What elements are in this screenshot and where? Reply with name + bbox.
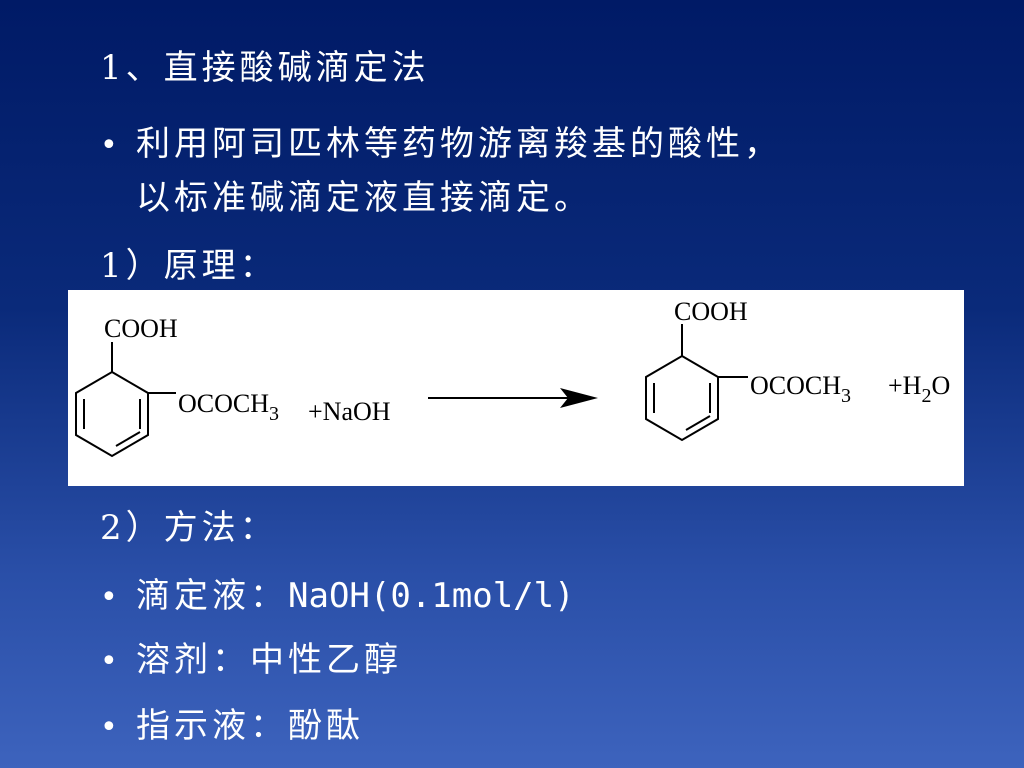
- water-label: +H2O: [888, 371, 950, 407]
- bullet-dot-icon: •: [100, 580, 122, 615]
- method-label: 2）方法：: [100, 508, 278, 548]
- titrant-value: NaOH(0.1mol/l): [288, 576, 575, 616]
- bullet-dot-icon: •: [100, 644, 122, 679]
- bullet-text-line1: 利用阿司匹林等药物游离羧基的酸性，: [136, 124, 782, 164]
- bullet-item: • 利用阿司匹林等药物游离羧基的酸性，: [100, 124, 782, 166]
- indicator-item: • 指示液：酚酞: [100, 706, 364, 748]
- reaction-arrow-icon: [428, 388, 598, 408]
- solvent-label: 溶剂：: [136, 640, 250, 680]
- titrant-item: • 滴定液：NaOH(0.1mol/l): [100, 576, 575, 618]
- reaction-equation-panel: COOH OCOCH3 +NaOH COOH OCOCH3 +H2O: [68, 290, 964, 486]
- reactant-benzene-ring: [75, 342, 176, 458]
- titrant-label: 滴定液：: [136, 576, 288, 616]
- product-benzene-ring: [645, 324, 748, 442]
- bullet-text-line2: 以标准碱滴定液直接滴定。: [136, 178, 592, 218]
- reactant-ester-label: OCOCH3: [178, 389, 279, 425]
- reactant-cooh-label: COOH: [104, 314, 178, 343]
- solvent-value: 中性乙醇: [250, 640, 402, 680]
- bullet-dot-icon: •: [100, 710, 122, 745]
- solvent-item: • 溶剂：中性乙醇: [100, 640, 402, 682]
- reaction-diagram: COOH OCOCH3 +NaOH COOH OCOCH3 +H2O: [75, 297, 950, 458]
- bullet-dot-icon: •: [100, 128, 122, 163]
- product-cooh-label: COOH: [674, 297, 748, 326]
- indicator-value: 酚酞: [288, 706, 364, 746]
- principle-label: 1）原理：: [100, 246, 278, 286]
- slide-heading: 1、直接酸碱滴定法: [100, 48, 430, 88]
- reagent-naoh-label: +NaOH: [308, 397, 391, 426]
- product-ester-label: OCOCH3: [750, 371, 851, 407]
- indicator-label: 指示液：: [136, 706, 288, 746]
